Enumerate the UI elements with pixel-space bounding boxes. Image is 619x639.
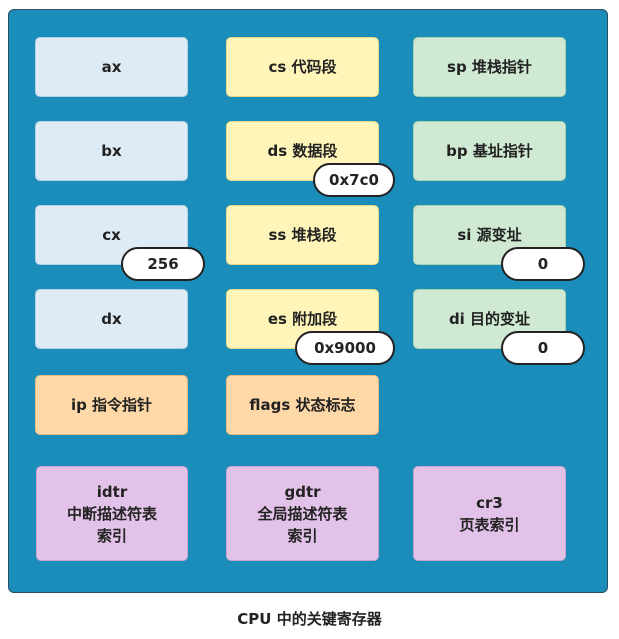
register-ax: ax	[35, 37, 188, 97]
value-si: 0	[501, 247, 585, 281]
register-di-label: di 目的变址	[448, 310, 531, 328]
register-si-label: si 源变址	[457, 226, 522, 244]
register-ax-label: ax	[101, 58, 122, 76]
register-idtr-desc: 中断描述符表	[66, 504, 157, 523]
register-ds-label: ds 数据段	[267, 142, 338, 160]
register-gdtr: gdtr 全局描述符表 索引	[226, 466, 379, 561]
register-ip: ip 指令指针	[35, 375, 188, 435]
register-idtr-name: idtr	[96, 482, 128, 501]
value-ds: 0x7c0	[313, 163, 395, 197]
register-sp: sp 堆栈指针	[413, 37, 566, 97]
register-gdtr-name: gdtr	[284, 482, 321, 501]
register-flags: flags 状态标志	[226, 375, 379, 435]
diagram-caption: CPU 中的关键寄存器	[237, 610, 382, 628]
register-sp-label: sp 堆栈指针	[447, 58, 532, 76]
register-dx-label: dx	[101, 310, 122, 328]
register-cs-label: cs 代码段	[268, 58, 337, 76]
register-cr3-name: cr3	[476, 493, 503, 512]
register-bp-label: bp 基址指针	[446, 142, 533, 160]
register-idtr-desc-2: 索引	[96, 526, 127, 545]
value-es: 0x9000	[295, 331, 395, 365]
register-flags-label: flags 状态标志	[249, 396, 356, 414]
register-ss: ss 堆栈段	[226, 205, 379, 265]
register-cx: cx	[35, 205, 188, 265]
value-di: 0	[501, 331, 585, 365]
register-ss-label: ss 堆栈段	[268, 226, 337, 244]
register-bp: bp 基址指针	[413, 121, 566, 181]
register-cr3: cr3 页表索引	[413, 466, 566, 561]
register-bx-label: bx	[101, 142, 122, 160]
register-cx-label: cx	[102, 226, 121, 244]
register-gdtr-desc-2: 索引	[287, 526, 318, 545]
register-es-label: es 附加段	[267, 310, 338, 328]
register-bx: bx	[35, 121, 188, 181]
register-gdtr-desc: 全局描述符表	[257, 504, 348, 523]
register-cs: cs 代码段	[226, 37, 379, 97]
register-dx: dx	[35, 289, 188, 349]
register-cr3-desc: 页表索引	[459, 515, 520, 534]
register-ip-label: ip 指令指针	[70, 396, 153, 414]
value-cx: 256	[121, 247, 205, 281]
register-idtr: idtr 中断描述符表 索引	[36, 466, 188, 561]
